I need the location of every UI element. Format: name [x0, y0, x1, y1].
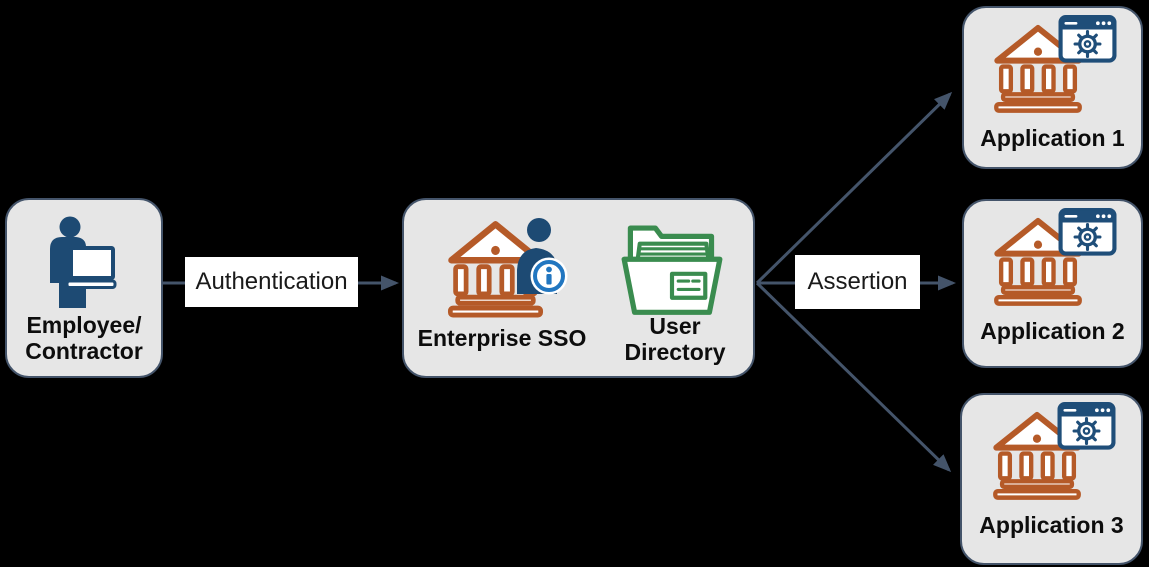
application-2-label: Application 2 [980, 318, 1125, 344]
node-application-2: Application 2 [962, 199, 1143, 368]
bank-with-browser-gear-icon [988, 402, 1115, 502]
employee-contractor-label: Employee/ Contractor [25, 312, 143, 364]
node-employee-contractor: Employee/ Contractor [5, 198, 163, 378]
node-enterprise-sso: Enterprise SSO User Directory [402, 198, 755, 378]
person-with-laptop-icon [50, 216, 117, 308]
application-3-label: Application 3 [979, 512, 1124, 538]
bank-with-browser-gear-icon [989, 208, 1116, 308]
node-application-3: Application 3 [960, 393, 1143, 565]
assertion-edge-label: Assertion [795, 255, 920, 309]
assertion-arrow-app3 [755, 281, 952, 473]
authentication-edge-label: Authentication [185, 257, 358, 307]
bank-with-user-info-icon [430, 218, 568, 322]
enterprise-sso-label: Enterprise SSO [417, 325, 587, 351]
application-1-label: Application 1 [980, 125, 1125, 151]
node-application-1: Application 1 [962, 6, 1143, 169]
bank-with-browser-gear-icon [989, 15, 1116, 115]
open-folder-documents-icon [621, 225, 723, 315]
assertion-arrow-app1 [755, 91, 953, 285]
user-directory-label: User Directory [624, 313, 726, 365]
